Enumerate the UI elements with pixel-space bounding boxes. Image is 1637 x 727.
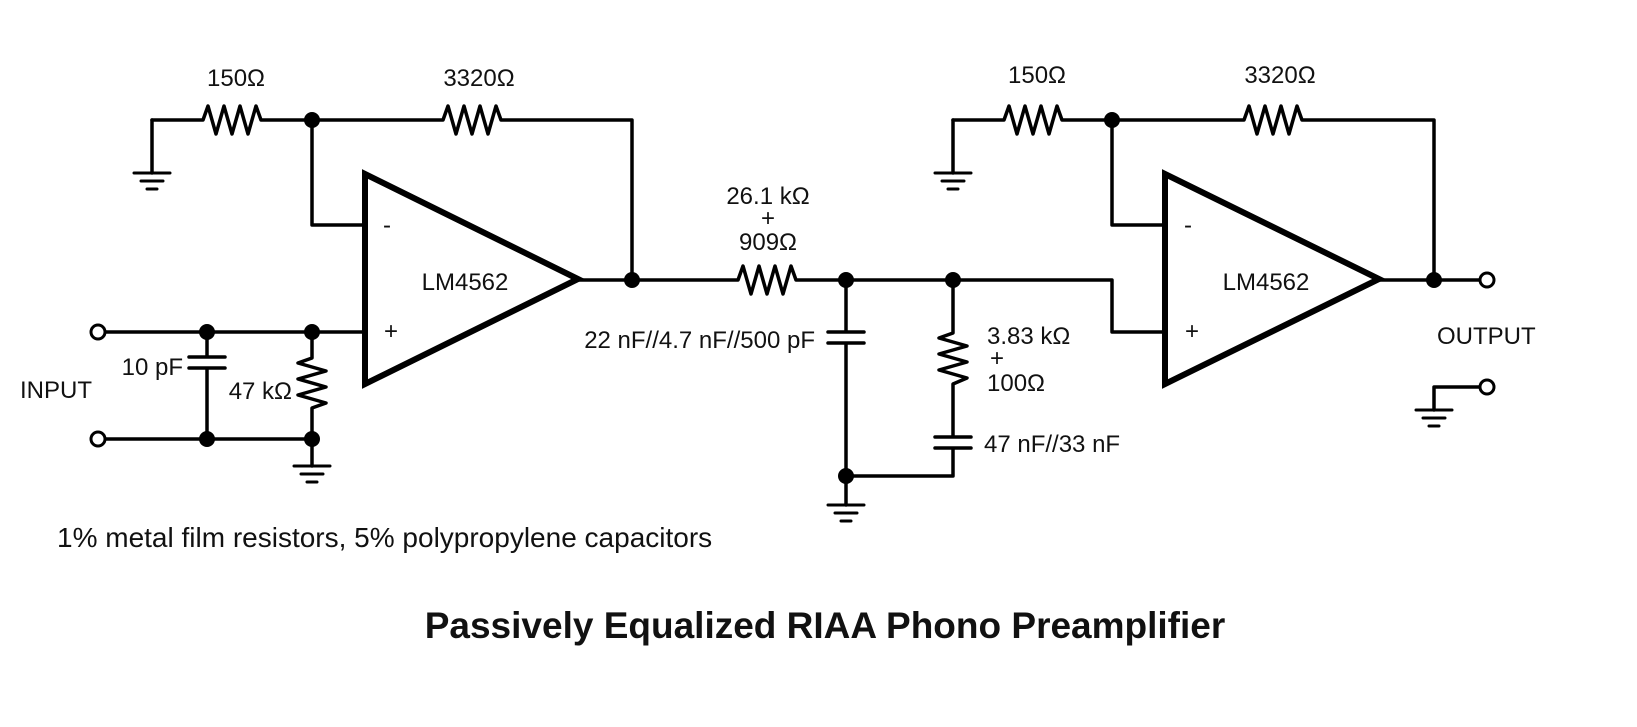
output-terminal-hot[interactable] (1478, 271, 1496, 289)
input-node-res-top (304, 324, 320, 340)
output-return-wire (1432, 385, 1482, 412)
eq-node-cap-top (838, 272, 854, 288)
stage-1: LM4562 - + 150Ω 3320Ω (132, 65, 640, 389)
input-10pf-capacitor (187, 330, 227, 441)
stage2-minus-wire (1110, 118, 1167, 227)
eq-shunt-rc-branch (844, 278, 973, 478)
stage1-feedback-node (304, 112, 320, 128)
stage2-opamp (1162, 169, 1386, 389)
stage1-plus-sign: + (384, 318, 398, 345)
stage2-output-node (1426, 272, 1442, 288)
stage1-feedback-ground-icon (132, 171, 172, 191)
eq-node-res-top (945, 272, 961, 288)
input-node-res-bottom (304, 431, 320, 447)
stage2-plus-sign: + (1185, 318, 1199, 345)
output-ground-icon (1414, 408, 1454, 428)
input-node-cap-top (199, 324, 215, 340)
stage1-r3320-resistor (310, 104, 634, 282)
stage1-minus-wire (310, 118, 367, 227)
eq-ground-icon (826, 503, 866, 523)
eq-22nf-capacitor (826, 278, 866, 478)
eq-r909-label: 909Ω (739, 229, 797, 256)
stage2-opamp-label: LM4562 (1223, 269, 1310, 296)
eq-series-resistor (630, 264, 1167, 334)
stage2-feedback-node (1104, 112, 1120, 128)
input-node-cap-bottom (199, 431, 215, 447)
stage1-opamp (362, 169, 585, 389)
stage2-feedback-ground-icon (933, 171, 973, 191)
eq-r261k-label: 26.1 kΩ (726, 183, 809, 210)
stage1-r150-label: 150Ω (207, 65, 265, 92)
input-network: INPUT 10 pF 47 kΩ (20, 323, 367, 484)
eq-r383k-label: 3.83 kΩ (987, 323, 1070, 350)
eq-47nf-label: 47 nF//33 nF (984, 431, 1120, 458)
eq-node-ground (838, 468, 854, 484)
eq-r100-label: 100Ω (987, 370, 1045, 397)
stage1-r3320-label: 3320Ω (443, 65, 514, 92)
stage2-r150-resistor (951, 104, 1114, 136)
diagram-title: Passively Equalized RIAA Phono Preamplif… (425, 605, 1226, 646)
input-10pf-label: 10 pF (122, 354, 183, 381)
output-terminal-return[interactable] (1478, 378, 1496, 396)
input-terminal-return[interactable] (89, 430, 107, 448)
eq-22nf-label: 22 nF//4.7 nF//500 pF (584, 327, 815, 354)
eq-rseries-plus: + (761, 205, 775, 232)
eq-rshunt-plus: + (990, 345, 1004, 372)
input-label: INPUT (20, 377, 92, 404)
stage-2: LM4562 - + OUTPUT 150Ω 3320Ω (933, 62, 1536, 428)
stage2-r3320-label: 3320Ω (1244, 62, 1315, 89)
component-note: 1% metal film resistors, 5% polypropylen… (57, 522, 712, 553)
input-terminal-hot[interactable] (89, 323, 107, 341)
input-ground-icon (292, 464, 332, 484)
stage2-minus-sign: - (1184, 212, 1192, 239)
stage1-r150-resistor (150, 104, 314, 136)
output-label: OUTPUT (1437, 323, 1536, 350)
input-47k-resistor (296, 330, 328, 441)
stage1-minus-sign: - (383, 212, 391, 239)
input-47k-label: 47 kΩ (229, 378, 292, 405)
riaa-equalizer: 26.1 kΩ + 909Ω 22 nF//4.7 nF//500 pF 3.8… (584, 183, 1167, 523)
stage2-r3320-resistor (1110, 104, 1436, 282)
stage2-r150-label: 150Ω (1008, 62, 1066, 89)
stage1-opamp-label: LM4562 (422, 269, 509, 296)
